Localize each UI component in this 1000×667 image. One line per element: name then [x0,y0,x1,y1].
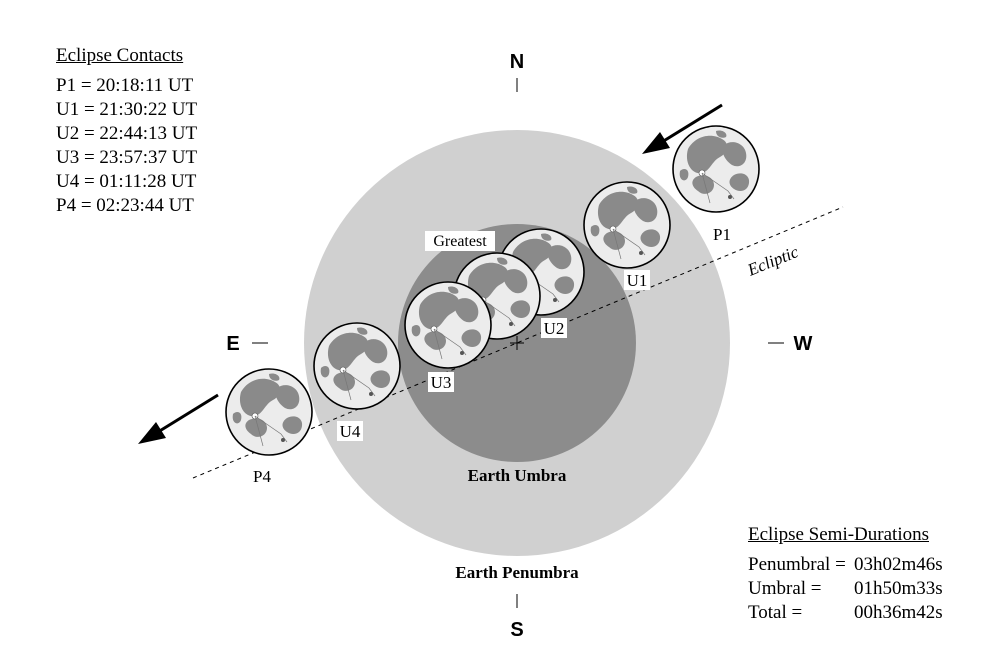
contact-u3: U3 = 23:57:37 UT [56,147,198,168]
duration-umbral-value: 01h50m33s [854,578,943,599]
label-greatest-bg [425,231,495,251]
contact-u4: U4 = 01:11:28 UT [56,171,197,192]
incoming-arrow [642,103,723,154]
label-u2-bg [541,318,567,338]
duration-total-value: 00h36m42s [854,602,943,623]
duration-penumbral-label: Penumbral = [748,554,846,575]
compass-west: W [794,333,813,355]
contact-p4: P4 = 02:23:44 UT [56,195,194,216]
label-u3: U3 [431,373,452,392]
moon-u3 [404,281,492,369]
moon-p4 [225,368,313,456]
contact-u1: U1 = 21:30:22 UT [56,99,198,120]
duration-total: Total = 00h36m42s [748,601,943,625]
duration-umbral: Umbral = 01h50m33s [748,577,943,601]
moon-u1 [583,181,671,269]
label-u4-bg [337,421,363,441]
label-u4: U4 [340,422,361,441]
label-u1: U1 [627,271,648,290]
duration-total-label: Total = [748,602,803,623]
contact-p1: P1 = 20:18:11 UT [56,75,194,96]
durations-panel: Eclipse Semi-Durations Penumbral = 03h02m… [748,523,943,625]
duration-umbral-label: Umbral = [748,578,822,599]
label-u2: U2 [544,319,565,338]
label-u1-bg [624,270,650,290]
contacts-panel: Eclipse Contacts P1 = 20:18:11 UT U1 = 2… [56,44,197,218]
duration-penumbral: Penumbral = 03h02m46s [748,553,943,577]
contacts-title: Eclipse Contacts [56,45,184,66]
compass-east: E [226,333,239,355]
label-u3-bg [428,372,454,392]
outgoing-arrow [138,393,219,444]
moon-p1 [672,125,760,213]
durations-title: Eclipse Semi-Durations [748,524,929,545]
label-p4: P4 [253,467,271,486]
contact-u2: U2 = 22:44:13 UT [56,123,198,144]
compass-south: S [510,619,523,641]
duration-penumbral-value: 03h02m46s [854,554,943,575]
label-p1: P1 [713,225,731,244]
label-greatest: Greatest [433,233,487,250]
label-earth-umbra: Earth Umbra [468,466,567,485]
label-ecliptic: Ecliptic [744,242,801,280]
moon-u4 [313,322,401,410]
compass-north: N [510,51,524,73]
label-earth-penumbra: Earth Penumbra [455,563,579,582]
